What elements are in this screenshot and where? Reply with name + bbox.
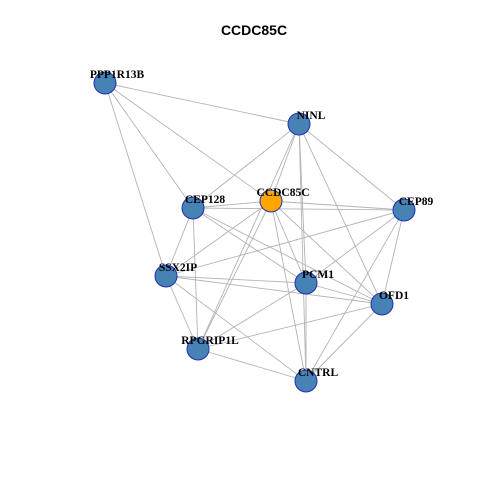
edge-ccdc85c-ssx2ip	[165, 200, 272, 277]
node-label-ninl: NINL	[297, 110, 326, 122]
node-rpgrip1l	[186, 337, 210, 361]
edge-ssx2ip-rpgrip1l	[165, 275, 199, 350]
edge-ccdc85c-cntrl	[270, 200, 307, 382]
edge-ssx2ip-pcm1	[165, 275, 307, 284]
node-label-ppp1r13b: PPP1R13B	[90, 69, 145, 81]
node-label-cntrl: CNTRL	[298, 367, 339, 379]
node-ofd1	[370, 292, 394, 316]
edge-ccdc85c-ofd1	[270, 200, 383, 305]
edge-ccdc85c-cep128	[192, 200, 272, 209]
node-layer	[93, 71, 416, 393]
edge-ssx2ip-cntrl	[165, 275, 307, 382]
edge-cep128-ssx2ip	[165, 207, 194, 277]
edge-cep89-cntrl	[305, 209, 405, 382]
edge-ninl-cep89	[298, 123, 405, 211]
node-ninl	[287, 112, 311, 136]
edge-ninl-ccdc85c	[270, 123, 300, 202]
edge-ppp1r13b-cep128	[104, 82, 194, 209]
node-label-cep128: CEP128	[185, 194, 226, 206]
node-label-ssx2ip: SSX2IP	[159, 262, 197, 274]
node-label-cep89: CEP89	[399, 196, 434, 208]
edge-ninl-cep128	[192, 123, 300, 209]
edge-ppp1r13b-ccdc85c	[104, 82, 272, 202]
node-cep128	[181, 196, 205, 220]
edge-cep89-ofd1	[381, 209, 405, 305]
edge-ninl-ofd1	[298, 123, 383, 305]
edge-ppp1r13b-ssx2ip	[104, 82, 167, 277]
edge-cep128-rpgrip1l	[192, 207, 199, 350]
node-label-ofd1: OFD1	[379, 290, 409, 302]
edge-ofd1-cntrl	[305, 303, 383, 382]
graph-title: CCDC85C	[221, 22, 287, 38]
edge-ninl-cntrl	[298, 123, 307, 382]
node-ccdc85c	[259, 189, 283, 213]
edge-cep128-pcm1	[192, 207, 307, 284]
node-cep89	[392, 198, 416, 222]
edge-ccdc85c-rpgrip1l	[197, 200, 272, 350]
node-label-ccdc85c: CCDC85C	[256, 187, 309, 199]
edge-layer	[104, 82, 405, 382]
node-cntrl	[294, 369, 318, 393]
node-ppp1r13b	[93, 71, 117, 95]
node-ssx2ip	[154, 264, 178, 288]
edge-rpgrip1l-cntrl	[197, 348, 307, 382]
edge-pcm1-ofd1	[305, 282, 383, 305]
edge-ssx2ip-ofd1	[165, 275, 383, 305]
edge-cep89-ssx2ip	[165, 209, 405, 277]
edge-ppp1r13b-ninl	[104, 82, 300, 125]
node-pcm1	[294, 271, 318, 295]
edge-cep128-cep89	[192, 207, 405, 211]
edge-ofd1-rpgrip1l	[197, 303, 383, 350]
edge-cep89-pcm1	[305, 209, 405, 284]
node-label-pcm1: PCM1	[302, 269, 334, 281]
edge-ccdc85c-cep89	[270, 200, 405, 211]
edge-cep128-ofd1	[192, 207, 383, 305]
node-label-rpgrip1l: RPGRIP1L	[181, 335, 239, 347]
edge-pcm1-rpgrip1l	[197, 282, 307, 350]
